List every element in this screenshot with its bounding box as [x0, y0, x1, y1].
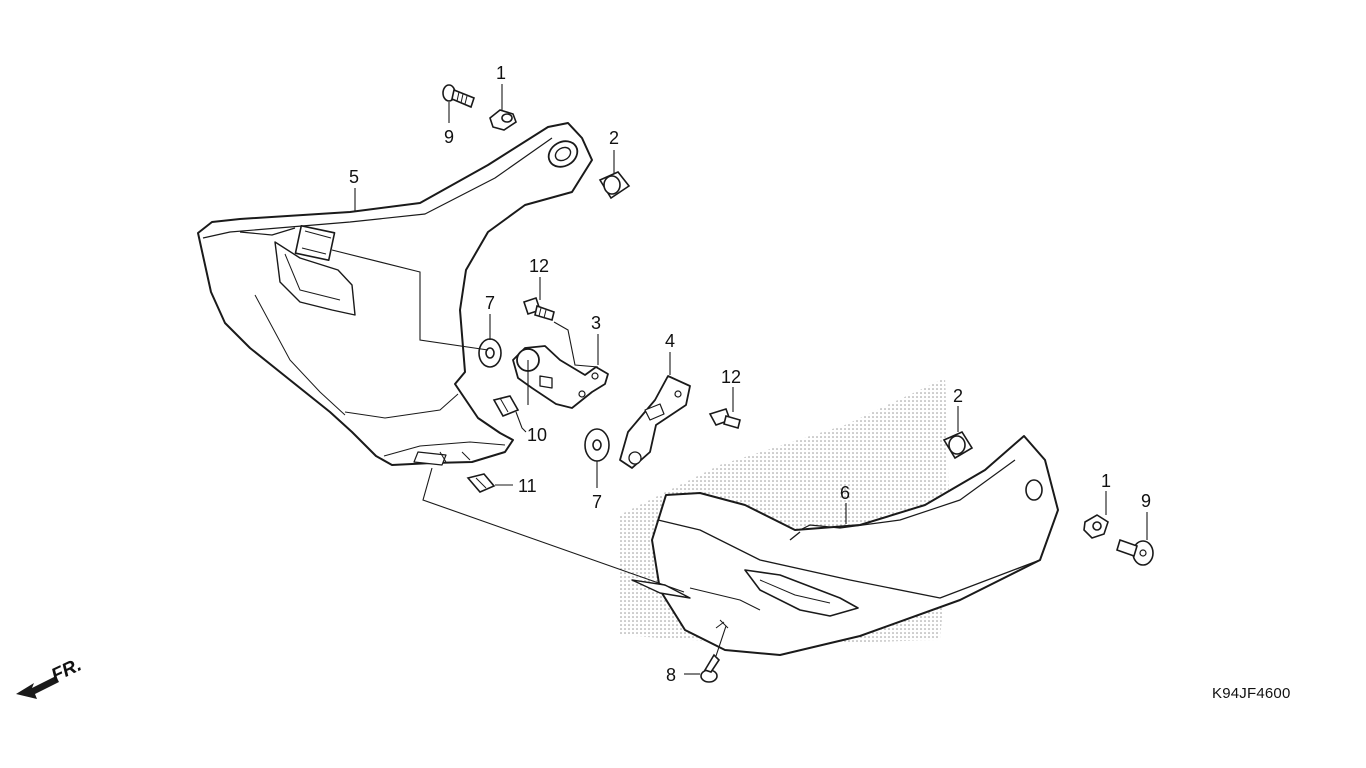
leader-lines: [331, 84, 1148, 675]
collar-part-1-right: [1083, 514, 1109, 539]
bolt-part-9-top: [442, 84, 475, 109]
stay-part-4: [619, 375, 691, 469]
callout-8: 8: [666, 665, 676, 685]
callout-1-top: 1: [496, 63, 506, 83]
bolt-part-12-lower: [708, 408, 741, 429]
callout-2-top: 2: [609, 128, 619, 148]
callout-12-lower: 12: [721, 367, 741, 387]
clip-part-11: [466, 473, 496, 493]
grommet-part-2-lower: [942, 430, 974, 460]
clip-part-10: [492, 395, 520, 418]
washer-part-7-upper: [478, 338, 502, 368]
callout-2-lower: 2: [953, 386, 963, 406]
callout-5: 5: [349, 167, 359, 187]
callout-1-right: 1: [1101, 471, 1111, 491]
side-cover-part-5: [197, 122, 593, 466]
bolt-part-9-right: [1116, 538, 1154, 566]
bolt-part-12-upper: [522, 296, 555, 322]
grommet-part-2-top: [598, 171, 631, 200]
lower-cover-part-6: [631, 435, 1059, 656]
callout-11: 11: [518, 476, 537, 496]
arrow-icon: [16, 676, 59, 699]
callout-9-top: 9: [444, 127, 454, 147]
callout-7-lower: 7: [592, 492, 602, 512]
callout-labels: 1 9 2 5 12 3 7 4 12 10 2 11 7 6 1 9 8: [349, 63, 1151, 685]
diagram-code: K94JF4600: [1212, 685, 1291, 702]
callout-3: 3: [591, 313, 601, 333]
callout-9-right: 9: [1141, 491, 1151, 511]
callout-12-upper: 12: [529, 256, 549, 276]
bracket-part-3: [512, 345, 609, 409]
washer-part-7-lower: [584, 428, 610, 462]
callout-4: 4: [665, 331, 675, 351]
front-direction-arrow: FR.: [16, 655, 85, 699]
callout-10: 10: [527, 425, 547, 445]
callout-7-upper: 7: [485, 293, 495, 313]
callout-6: 6: [840, 483, 850, 503]
screw-part-8: [700, 653, 721, 683]
collar-part-1-top: [489, 109, 517, 131]
